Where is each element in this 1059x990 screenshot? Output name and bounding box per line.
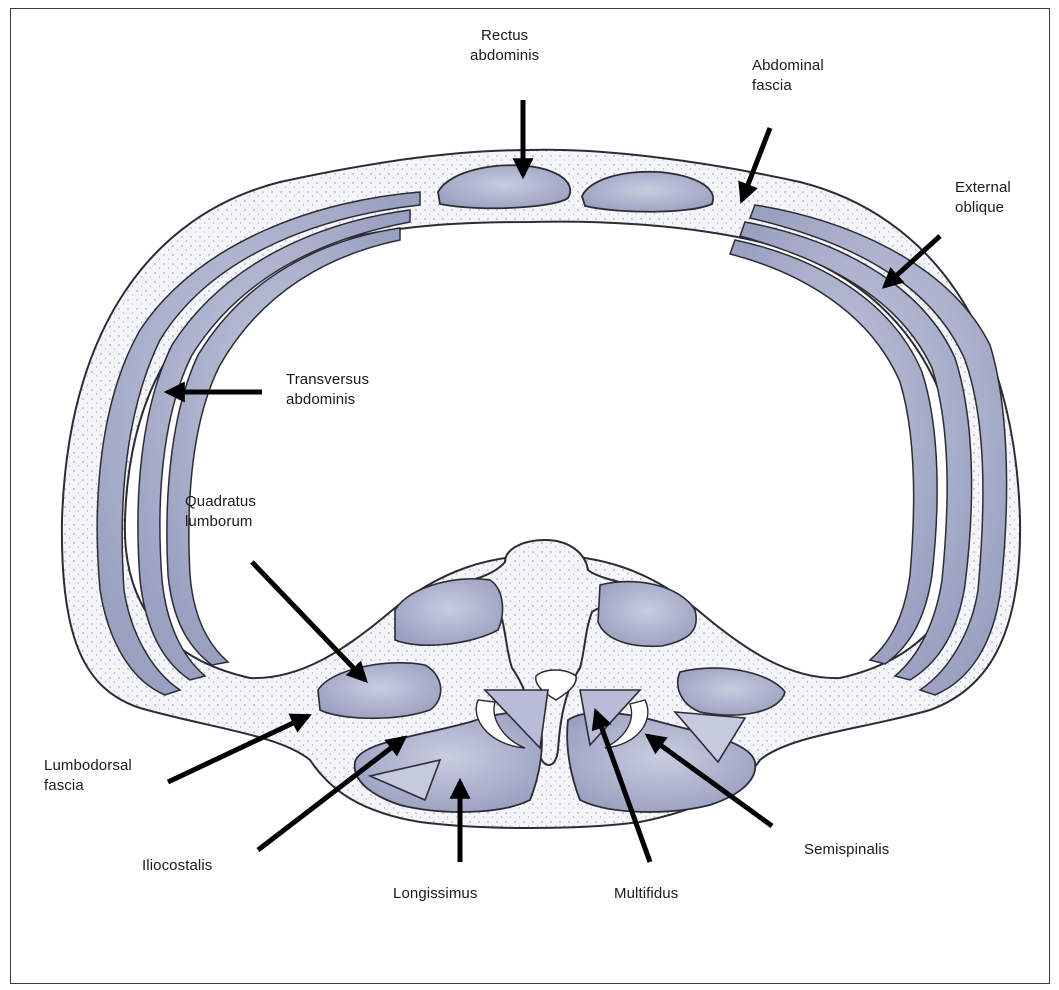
label-abdominal-fascia: Abdominal fascia [752,56,824,96]
label-lumbodorsal-fascia: Lumbodorsal fascia [44,756,132,796]
label-multifidus: Multifidus [614,884,678,904]
label-rectus-abdominis: Rectus abdominis [470,26,539,66]
label-quadratus-lumborum: Quadratus lumborum [185,492,256,532]
label-iliocostalis: Iliocostalis [142,856,212,876]
label-longissimus: Longissimus [393,884,477,904]
label-external-oblique: External oblique [955,178,1011,218]
label-semispinalis: Semispinalis [804,840,889,860]
label-transversus-abdominis: Transversus abdominis [286,370,369,410]
